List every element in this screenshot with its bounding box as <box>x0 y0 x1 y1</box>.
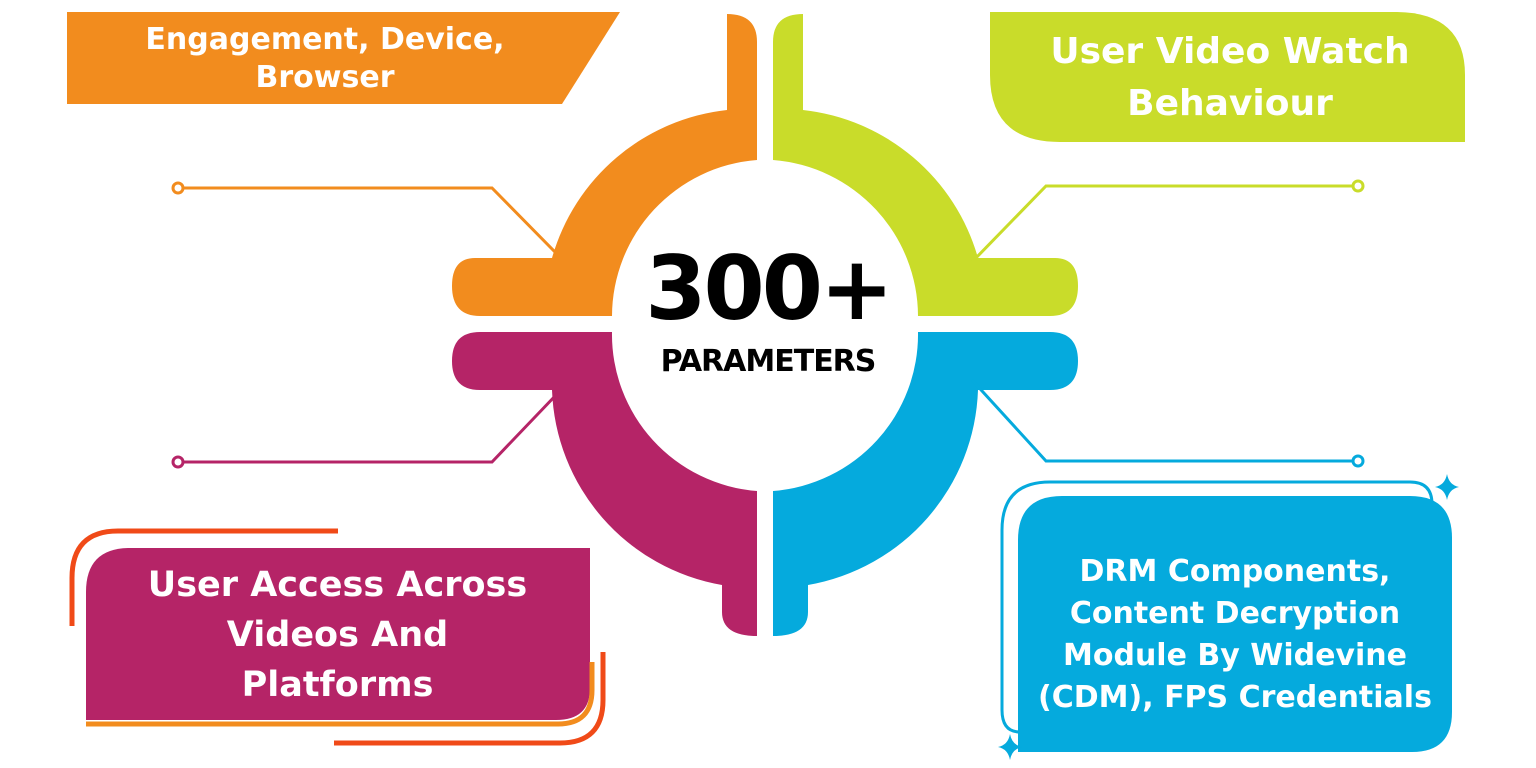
ring-segment-blue <box>773 332 1078 636</box>
quadrant-bottom-left <box>69 332 757 746</box>
ring-segment-green <box>773 14 1078 316</box>
connector-dot-blue <box>1351 454 1365 468</box>
sparkle-icon <box>998 734 1022 760</box>
connector-dot-magenta <box>171 455 185 469</box>
banner-blue <box>1018 496 1452 752</box>
connector-line-blue <box>970 378 1352 463</box>
banner-green <box>990 12 1465 142</box>
center-circle <box>615 174 915 474</box>
accent-arc-bottom-right <box>334 652 606 746</box>
ring-segment-orange <box>452 14 757 316</box>
connector-dot-green <box>1351 179 1365 193</box>
center-caption: PARAMETERS <box>660 343 877 379</box>
accent-arc-top-left <box>69 528 338 626</box>
connector-line-orange <box>184 186 559 256</box>
sparkle-icon <box>1435 474 1459 500</box>
banner-magenta-shadow <box>86 662 595 727</box>
quadrant-top-left <box>67 12 757 316</box>
ring-segment-magenta <box>452 332 757 636</box>
connector-line-magenta <box>184 392 559 464</box>
banner-orange <box>67 12 620 104</box>
label-engagement-device-browser: Engagement, Device, Browser <box>145 22 505 95</box>
quadrant-bottom-right <box>773 332 1459 760</box>
connector-line-green <box>970 184 1352 264</box>
connector-dot-orange <box>171 181 185 195</box>
quadrant-top-right <box>773 12 1465 316</box>
label-drm-components: DRM Components, Content Decryption Modul… <box>1038 554 1432 715</box>
label-user-access-across-videos: User Access Across Videos And Platforms <box>147 565 528 705</box>
label-user-video-watch-behaviour: User Video Watch Behaviour <box>1050 31 1410 124</box>
banner-magenta <box>86 548 590 720</box>
center-count: 300+ <box>645 236 893 340</box>
